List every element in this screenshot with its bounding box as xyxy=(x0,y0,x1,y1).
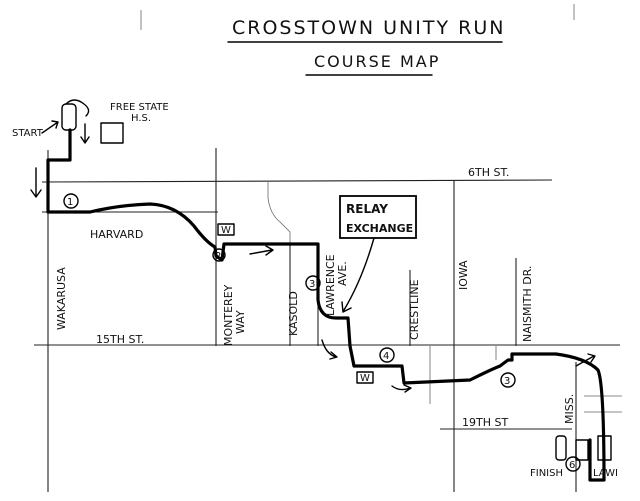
free-state-hs-building xyxy=(100,122,124,144)
svg-text:6: 6 xyxy=(569,460,575,471)
right-arrow-icon xyxy=(575,353,596,367)
relay-pointer-arrow xyxy=(341,237,375,313)
map-subtitle: COURSE MAP xyxy=(314,52,440,71)
street-label-miss: MISS. xyxy=(563,394,576,424)
svg-text:W: W xyxy=(221,225,231,236)
minor-road xyxy=(267,182,291,245)
street-label-iowa: IOWA xyxy=(457,260,470,290)
finish-building xyxy=(575,439,589,461)
marker-4: 4 xyxy=(379,347,395,363)
relay-exchange-box xyxy=(339,195,417,239)
street-label-monterey: MONTEREY xyxy=(222,284,235,346)
svg-text:4: 4 xyxy=(383,351,389,362)
street-6th xyxy=(41,179,553,183)
curve-arrow-icon xyxy=(321,339,338,360)
marker-1: 1 xyxy=(63,193,79,209)
start-arrow-icon xyxy=(41,120,59,134)
street-label-kasold: KASOLD xyxy=(287,291,300,336)
svg-text:3: 3 xyxy=(504,376,510,387)
street-label-lawi: LAWI xyxy=(593,468,618,479)
street-label-lawrence: LAWRENCE xyxy=(324,254,337,316)
street-label-19th: 19TH ST xyxy=(462,416,508,429)
street-label-wakarusa: WAKARUSA xyxy=(55,267,68,330)
start-loop xyxy=(61,103,77,131)
svg-text:1: 1 xyxy=(67,197,73,208)
street-label-15th: 15TH ST. xyxy=(96,333,144,346)
marker-2: 2 xyxy=(212,248,226,262)
down-arrow-icon xyxy=(80,123,90,144)
down-arrow-icon xyxy=(30,167,42,198)
landmark-label: H.S. xyxy=(131,113,151,124)
street-label-harvard: HARVARD xyxy=(90,228,143,241)
landmark-label: FREE STATE xyxy=(110,102,169,113)
street-label-naismith: NAISMITH DR. xyxy=(521,266,534,342)
svg-text:2: 2 xyxy=(215,251,221,262)
marker-6: 6 xyxy=(565,456,581,472)
finish-building xyxy=(597,435,612,461)
relay-label: RELAY xyxy=(346,202,388,216)
relay-label: EXCHANGE xyxy=(346,222,413,235)
water-station-a: W xyxy=(217,223,235,236)
svg-text:3: 3 xyxy=(309,279,315,290)
finish-loop xyxy=(555,435,567,461)
marker-3a: 3 xyxy=(305,275,321,291)
start-loop-arrow xyxy=(65,99,90,117)
curve-arrow-icon xyxy=(391,384,412,393)
start-label: START xyxy=(12,128,44,139)
finish-label: FINISH xyxy=(530,468,563,479)
course-route xyxy=(46,128,606,482)
map-title: CROSSTOWN UNITY RUN xyxy=(232,17,505,39)
right-arrow-icon xyxy=(249,245,274,256)
street-label-way: WAY xyxy=(234,310,247,334)
svg-text:W: W xyxy=(360,373,370,384)
street-label-ave: AVE. xyxy=(336,261,349,286)
street-label-6th: 6TH ST. xyxy=(468,166,509,179)
street-label-crestline: CRESTLINE xyxy=(408,279,421,340)
marker-3b: 3 xyxy=(500,372,516,388)
water-station-b: W xyxy=(356,371,374,384)
